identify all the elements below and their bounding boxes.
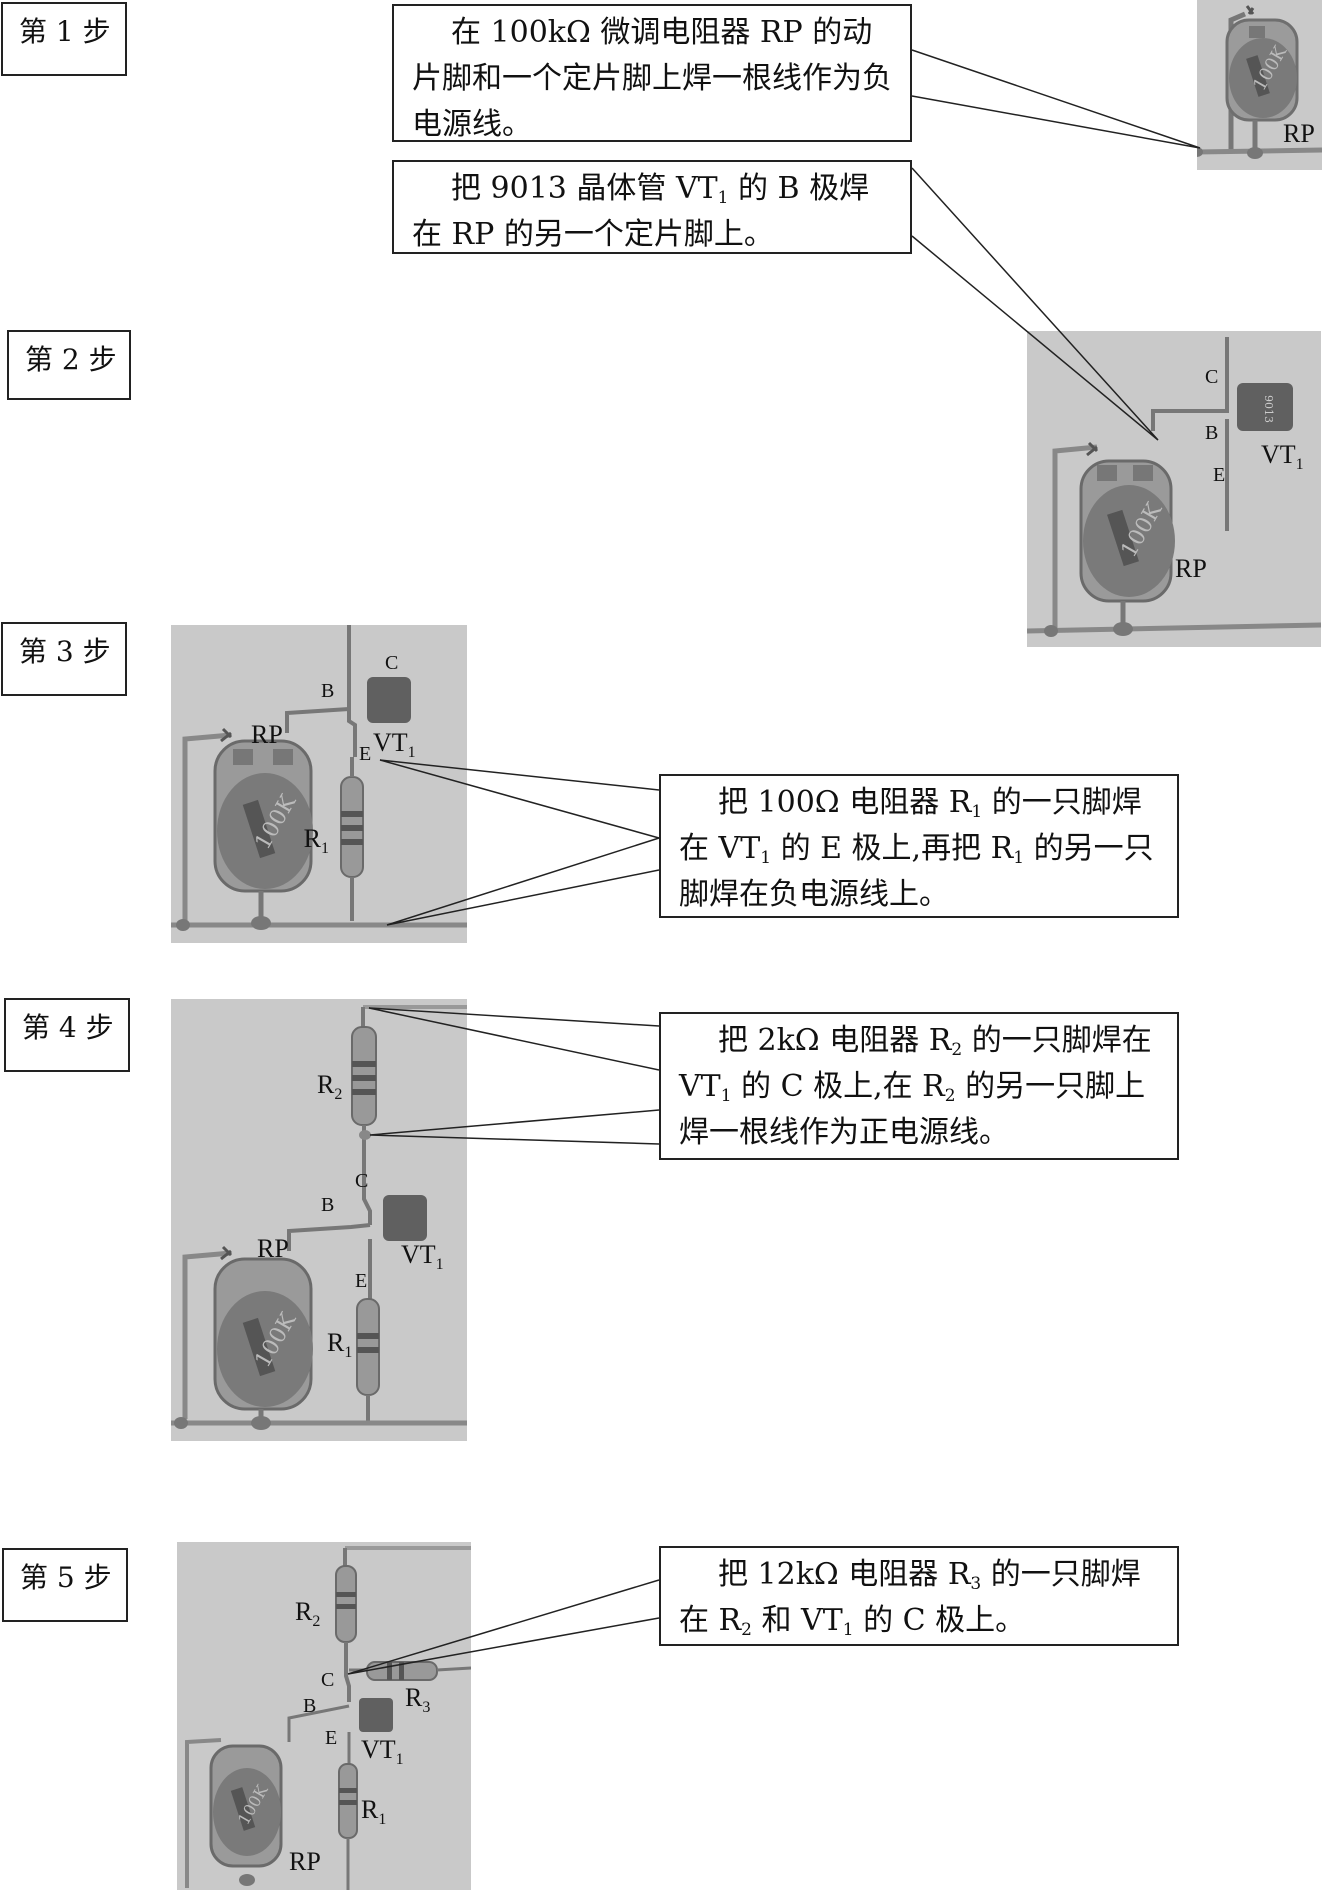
r-subscript: 2 — [312, 1613, 320, 1630]
b-pin-label: B — [1205, 422, 1218, 444]
step-label-text: 第 5 步 — [20, 1561, 112, 1594]
callout-text: 的另一只脚焊在负电源线上。 — [679, 831, 1154, 912]
b-pin-label: B — [303, 1695, 316, 1717]
callout-step-1: 在 100kΩ 微调电阻器 RP 的动片脚和一个定片脚上焊一根线作为负电源线。 — [392, 4, 912, 142]
r-text: R — [295, 1597, 313, 1626]
callout-subscript: 1 — [971, 802, 983, 822]
step-1-label: 第 1 步 — [1, 2, 127, 76]
r-text: R — [304, 824, 322, 853]
b-pin-label: B — [321, 680, 334, 702]
callout-text: 的 C 极上。 — [853, 1603, 1026, 1638]
rp-label: RP — [257, 1234, 289, 1263]
step-label-text: 第 2 步 — [25, 343, 117, 376]
callout-text: 把 2kΩ 电阻器 R — [718, 1023, 952, 1058]
callout-subscript: 1 — [720, 1086, 732, 1106]
callout-subscript: 2 — [944, 1086, 956, 1106]
callout-text: 的一只脚焊在 VT — [679, 1023, 1152, 1104]
photo-step-3: 100K C B E VT1 RP R1 — [171, 625, 467, 943]
vt-text: VT — [401, 1240, 436, 1269]
callout-subscript: 3 — [970, 1574, 982, 1594]
vt1-label: VT1 — [1261, 440, 1304, 473]
r-text: R — [405, 1683, 423, 1712]
step-label-text: 第 3 步 — [19, 635, 111, 668]
vt1-label: VT1 — [361, 1735, 404, 1768]
transistor-marking: 9013 — [1262, 395, 1275, 423]
callout-text: 和 VT — [751, 1603, 843, 1638]
callout-text: 把 9013 晶体管 VT — [451, 171, 718, 206]
callout-subscript: 1 — [842, 1620, 854, 1640]
c-pin-label: C — [355, 1170, 368, 1192]
b-pin-label: B — [321, 1194, 334, 1216]
callout-subscript: 1 — [760, 848, 772, 868]
r2-label: R2 — [295, 1597, 320, 1630]
callout-subscript: 2 — [741, 1620, 752, 1640]
callout-subscript: 1 — [717, 188, 729, 208]
step-5-label: 第 5 步 — [2, 1548, 128, 1622]
step-label-text: 第 4 步 — [22, 1011, 114, 1044]
callout-subscript: 2 — [951, 1040, 963, 1060]
vt1-label: VT1 — [373, 728, 416, 761]
r-subscript: 1 — [321, 840, 329, 857]
leader-step-1 — [911, 49, 1201, 149]
r-text: R — [317, 1070, 335, 1099]
callout-text: 的另一只脚上焊一根线作为正电源线。 — [679, 1069, 1146, 1150]
step-3-label: 第 3 步 — [1, 622, 127, 696]
r-subscript: 2 — [334, 1086, 342, 1103]
vt-text: VT — [361, 1735, 396, 1764]
step-2-label: 第 2 步 — [7, 330, 131, 400]
photo-step-2: 100K 9013 C B E VT1 RP — [1027, 331, 1321, 647]
callout-text: 的 C 极上,在 R — [731, 1069, 945, 1104]
r1-label: R1 — [327, 1328, 352, 1361]
vt-text: VT — [1261, 440, 1296, 469]
vt-subscript: 1 — [436, 1256, 444, 1273]
vt-subscript: 1 — [408, 744, 416, 761]
vt-subscript: 1 — [1296, 456, 1304, 473]
c-pin-label: C — [1205, 366, 1218, 388]
r-text: R — [327, 1328, 345, 1357]
callout-text: 在 100kΩ 微调电阻器 RP 的动片脚和一个定片脚上焊一根线作为负电源线。 — [412, 15, 892, 142]
vt-text: VT — [373, 728, 408, 757]
e-pin-label: E — [359, 743, 371, 765]
callout-text: 的 B 极焊在 RP 的另一个定片脚上。 — [412, 171, 870, 252]
callout-text: 把 100Ω 电阻器 R — [718, 785, 972, 820]
rp-label: RP — [1283, 119, 1315, 148]
e-pin-label: E — [355, 1270, 367, 1292]
callout-step-4: 把 2kΩ 电阻器 R2 的一只脚焊在 VT1 的 C 极上,在 R2 的另一只… — [659, 1012, 1179, 1160]
callout-step-5: 把 12kΩ 电阻器 R3 的一只脚焊在 R2 和 VT1 的 C 极上。 — [659, 1546, 1179, 1646]
rp-label: RP — [289, 1847, 321, 1876]
r-subscript: 1 — [378, 1811, 386, 1828]
r1-label: R1 — [304, 824, 329, 857]
r1-label: R1 — [361, 1795, 386, 1828]
r-subscript: 1 — [344, 1344, 352, 1361]
photo-step-1: 100K RP — [1197, 0, 1322, 170]
c-pin-label: C — [321, 1669, 334, 1691]
photo-step-4: 100K R2 C B E VT1 RP R1 — [171, 999, 467, 1441]
vt-subscript: 1 — [396, 1751, 404, 1768]
c-pin-label: C — [385, 652, 398, 674]
callout-text: 的一只脚焊在 R — [679, 1557, 1141, 1638]
photo-step-5: 100K R2 C R3 B E VT1 R1 RP — [177, 1542, 471, 1890]
r-text: R — [361, 1795, 379, 1824]
callout-text: 的一只脚焊在 VT — [679, 785, 1142, 866]
rp-label: RP — [1175, 554, 1207, 583]
callout-subscript: 1 — [1013, 848, 1025, 868]
r3-label: R3 — [405, 1683, 430, 1716]
callout-text: 的 E 极上,再把 R — [771, 831, 1014, 866]
r2-label: R2 — [317, 1070, 342, 1103]
vt1-label: VT1 — [401, 1240, 444, 1273]
callout-step-2: 把 9013 晶体管 VT1 的 B 极焊在 RP 的另一个定片脚上。 — [392, 160, 912, 254]
e-pin-label: E — [325, 1727, 337, 1749]
e-pin-label: E — [1213, 464, 1225, 486]
callout-step-3: 把 100Ω 电阻器 R1 的一只脚焊在 VT1 的 E 极上,再把 R1 的另… — [659, 774, 1179, 918]
callout-text: 把 12kΩ 电阻器 R — [718, 1557, 971, 1592]
r-subscript: 3 — [422, 1699, 430, 1716]
step-4-label: 第 4 步 — [4, 998, 130, 1072]
step-label-text: 第 1 步 — [19, 15, 111, 48]
rp-label: RP — [251, 720, 283, 749]
